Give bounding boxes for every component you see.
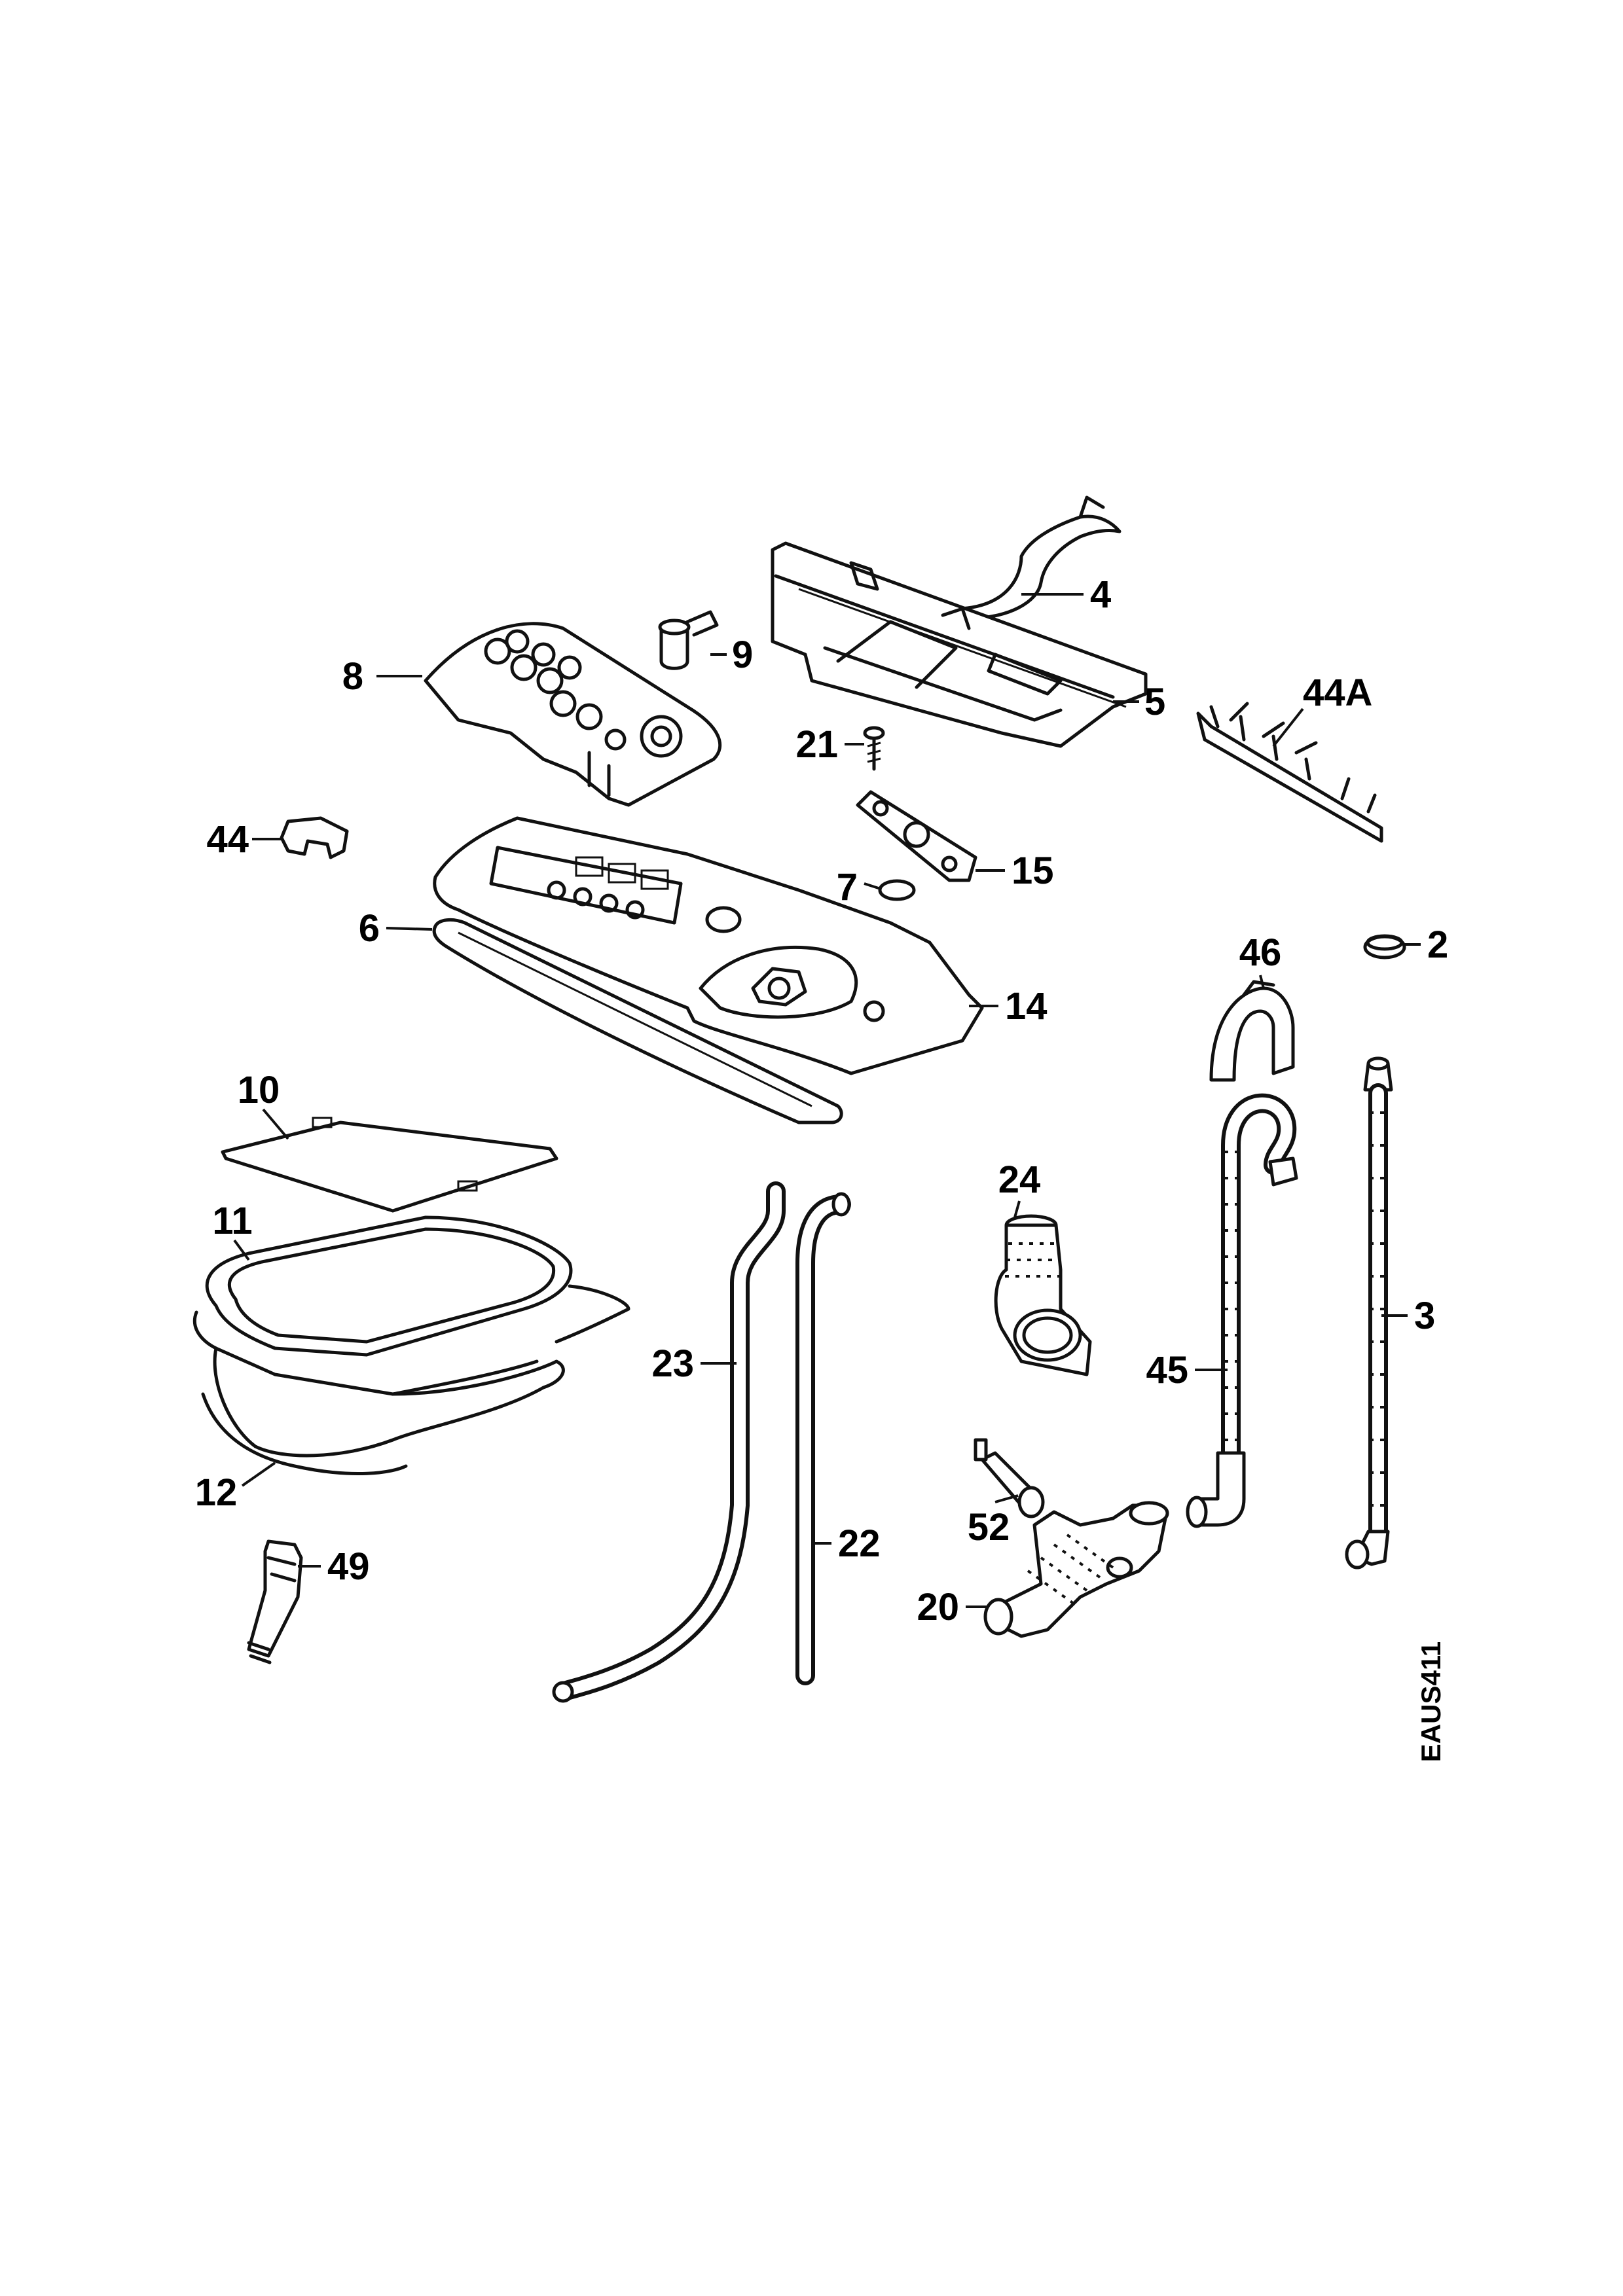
callout-52: 52 xyxy=(968,1506,1010,1549)
part-11-tub-ring xyxy=(192,1215,630,1357)
callout-8: 8 xyxy=(342,655,363,698)
part-4-wire-bracket xyxy=(959,495,1122,620)
part-44-clip xyxy=(280,816,349,859)
callout-46: 46 xyxy=(1239,931,1282,974)
callout-2: 2 xyxy=(1427,924,1448,966)
callout-5: 5 xyxy=(1144,681,1165,723)
callout-44: 44 xyxy=(206,818,249,861)
callout-6: 6 xyxy=(359,907,380,950)
callout-22: 22 xyxy=(838,1522,881,1565)
part-45-drain-hose xyxy=(1186,1093,1298,1528)
part-21-screw xyxy=(863,726,885,771)
part-2-cap xyxy=(1363,934,1406,960)
callout-10: 10 xyxy=(238,1069,280,1111)
callout-49: 49 xyxy=(327,1545,370,1588)
part-49-filter xyxy=(247,1539,303,1664)
callout-45: 45 xyxy=(1146,1349,1188,1391)
part-20-drain-bellows xyxy=(983,1501,1169,1638)
part-24-bellows-elbow xyxy=(994,1214,1092,1376)
part-15-bracket xyxy=(856,790,977,882)
callout-14: 14 xyxy=(1005,985,1048,1028)
part-52-connector xyxy=(974,1438,1045,1518)
part-5-dispenser-frame xyxy=(771,541,1148,748)
part-44A-hinge-rail xyxy=(1196,702,1383,843)
part-12-gasket xyxy=(201,1346,565,1476)
callout-9: 9 xyxy=(732,634,753,676)
callout-11: 11 xyxy=(212,1200,252,1242)
callout-12: 12 xyxy=(195,1471,238,1514)
part-10-lid-panel xyxy=(221,1117,558,1213)
part-3-inlet-hose xyxy=(1345,1056,1393,1570)
part-6-seal-strip xyxy=(432,918,843,1124)
part-46-hose-guide xyxy=(1209,980,1295,1082)
callout-15: 15 xyxy=(1012,850,1054,892)
part-9-knob xyxy=(658,610,719,670)
callout-labels: 8 9 4 5 21 44A 44 7 15 6 2 46 14 10 11 2… xyxy=(195,573,1449,1628)
callout-4: 4 xyxy=(1090,573,1111,616)
leader-lines xyxy=(233,593,1421,1608)
part-14-top-plate xyxy=(433,816,984,1075)
part-7-o-ring xyxy=(878,879,916,901)
callout-44A: 44A xyxy=(1303,672,1372,714)
callout-24: 24 xyxy=(998,1158,1041,1201)
drawing-reference: EAUS411 xyxy=(1415,1641,1446,1762)
callout-20: 20 xyxy=(917,1586,959,1628)
callout-7: 7 xyxy=(837,866,858,908)
callout-23: 23 xyxy=(651,1342,694,1385)
part-23-hose xyxy=(552,1181,786,1703)
callout-21: 21 xyxy=(795,723,838,766)
part-8-control-panel xyxy=(424,622,721,807)
part-22-hose xyxy=(795,1192,851,1685)
callout-3: 3 xyxy=(1414,1295,1435,1337)
